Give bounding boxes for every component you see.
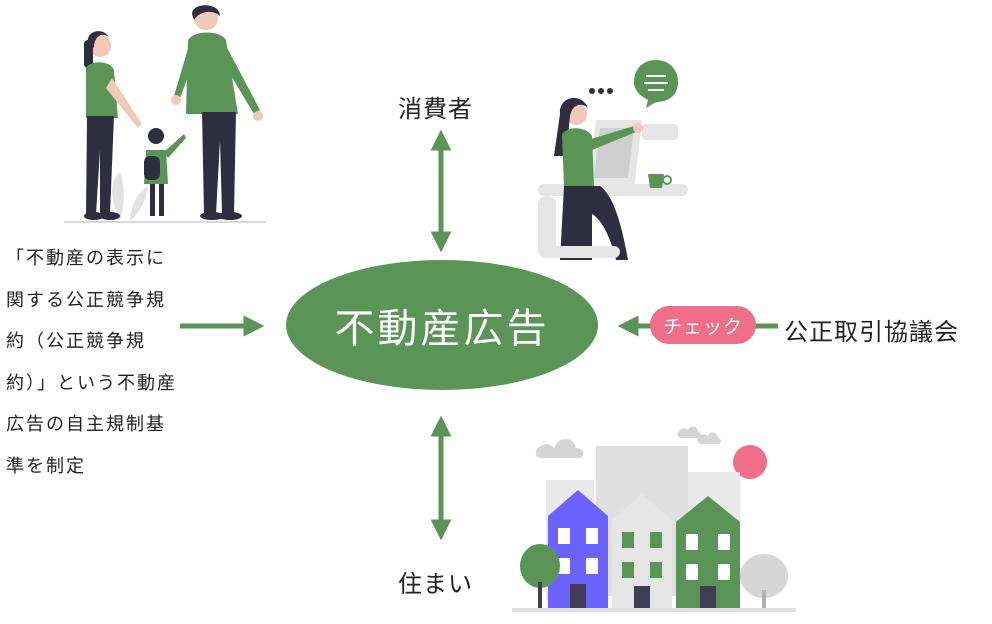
check-badge: チェック <box>650 306 756 344</box>
consumer-label: 消費者 <box>398 95 473 123</box>
housing-label: 住まい <box>398 570 473 598</box>
check-label: チェック <box>662 315 743 338</box>
consumer-illustration <box>538 60 688 260</box>
center-label: 不動産広告 <box>334 306 550 352</box>
council-label: 公正取引協議会 <box>784 318 959 346</box>
left-description: 「不動産の表示に関する公正競争規約（公正競争規約）」という不動産広告の自主規制基… <box>6 248 177 477</box>
center-ellipse: 不動産広告 <box>286 260 598 390</box>
family-illustration <box>64 5 266 223</box>
houses-illustration <box>512 426 796 612</box>
